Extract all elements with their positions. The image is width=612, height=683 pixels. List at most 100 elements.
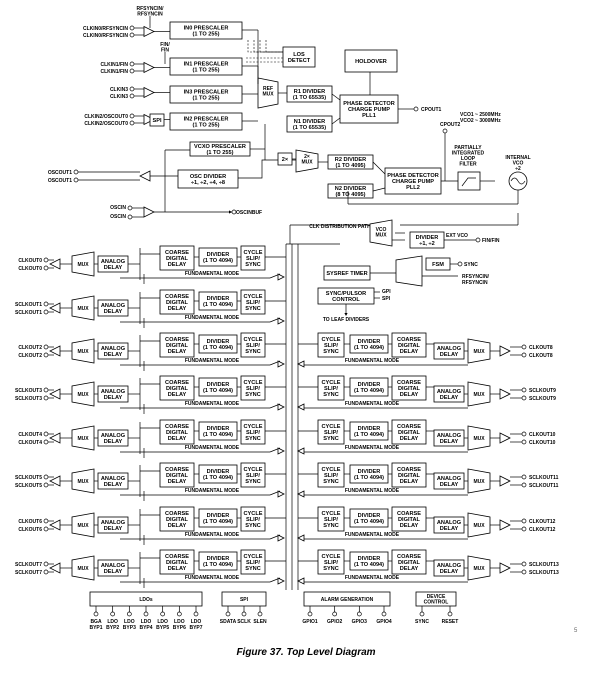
path-arrow <box>277 317 285 325</box>
label: (1 TO 255) <box>207 150 234 156</box>
label: CONTROL <box>332 297 360 303</box>
bottom-group-title: LDOs <box>139 597 153 603</box>
coarse-delay-box <box>391 332 427 358</box>
bottom-pin-label: GPIO2 <box>327 619 343 625</box>
cycle-slip-box <box>317 549 345 575</box>
label: COARSE <box>397 380 421 386</box>
label: COARSE <box>165 424 189 430</box>
left-output-label: CLKOUT2 <box>18 353 42 359</box>
osc-divider-box <box>177 169 239 189</box>
label: PHASE DETECTOR <box>387 173 439 179</box>
label: DIVIDER <box>207 556 230 562</box>
path-arrow <box>297 534 305 542</box>
label: SYSREF TIMER <box>326 271 367 277</box>
rfsyncin-top-label: RFSYNCIN/ <box>137 6 165 12</box>
output-pin <box>521 561 527 567</box>
output-mux <box>71 425 95 451</box>
label: DIGITAL <box>166 430 189 436</box>
rfsyncin-out-label: RFSYNCIN/ <box>462 274 490 280</box>
label: ANALOG <box>437 520 461 526</box>
left-output-label: CLKOUT4 <box>18 440 42 446</box>
bottom-pin <box>93 611 99 617</box>
path-arrow <box>277 490 285 498</box>
label: (1 TO 255) <box>193 68 220 74</box>
label: OSC DIVIDER <box>190 174 226 180</box>
label: SYNC <box>245 306 261 312</box>
internal-vco-label: VCO <box>513 161 524 167</box>
label: ANALOG <box>437 433 461 439</box>
label: SYNC <box>245 392 261 398</box>
bottom-pin <box>225 611 231 617</box>
fundamental-mode-label: FUNDAMENTAL MODE <box>345 575 400 581</box>
fin-out-label: FIN/FIN <box>482 238 500 244</box>
right-output-label: SCLKOUT13 <box>529 562 559 568</box>
fundamental-mode-label: FUNDAMENTAL MODE <box>345 358 400 364</box>
path-arrow <box>277 534 285 542</box>
label: DIVIDER <box>358 556 381 562</box>
bottom-pin-label: LDO <box>107 619 118 625</box>
label: DELAY <box>104 439 123 445</box>
label: CYCLE <box>322 380 341 386</box>
label: SLIP/ <box>246 430 260 436</box>
clkin-pin-label: CLKIN1/FIN <box>101 62 129 68</box>
coarse-delay-box <box>159 245 195 271</box>
oscinb-pin <box>127 214 133 220</box>
bottom-pin-label: LDO <box>191 619 202 625</box>
bottom-pin <box>143 611 149 617</box>
bottom-pin <box>126 611 132 617</box>
mux-label: MUX <box>473 479 485 485</box>
label: DELAY <box>104 265 123 271</box>
bottom-pin <box>193 611 199 617</box>
input-buffer <box>143 25 155 38</box>
label: SYNC <box>323 436 339 442</box>
loop-filter-label: FILTER <box>459 162 477 168</box>
label: SLIP/ <box>324 343 338 349</box>
bottom-group-title: ALARM GENERATION <box>321 597 374 603</box>
label: DELAY <box>104 309 123 315</box>
label: PLL2 <box>406 185 420 191</box>
fundamental-mode-label: FUNDAMENTAL MODE <box>345 488 400 494</box>
output-pin <box>521 439 527 445</box>
label: N2 DIVIDER <box>335 186 366 192</box>
label: (1 TO 4094) <box>203 345 233 351</box>
cycle-slip-box <box>317 462 345 488</box>
coarse-delay-box <box>391 549 427 575</box>
bottom-pin-label: BYP3 <box>123 625 136 631</box>
coarse-delay-box <box>391 375 427 401</box>
label: DIGITAL <box>398 430 421 436</box>
bottom-pin-label: SLEN <box>253 619 267 625</box>
label: ANALOG <box>437 346 461 352</box>
clkin-pin-label: CLKIN1/FIN <box>101 69 129 75</box>
bottom-group-box <box>303 591 391 607</box>
cycle-slip-box <box>240 245 266 271</box>
mux-label: MUX <box>77 566 89 572</box>
label: SLIP/ <box>246 300 260 306</box>
arrowhead <box>344 313 348 316</box>
output-mux <box>467 381 491 407</box>
fundamental-mode-label: FUNDAMENTAL MODE <box>345 532 400 538</box>
fundamental-mode-label: FUNDAMENTAL MODE <box>185 358 240 364</box>
label: DIVIDER <box>358 513 381 519</box>
label: DELAY <box>400 566 419 572</box>
label: SYNC <box>245 523 261 529</box>
gpi-label: GPI <box>382 289 391 295</box>
label: R2 DIVIDER <box>335 157 366 163</box>
output-driver <box>49 519 61 531</box>
bottom-pin-label: RESET <box>442 619 459 625</box>
bottom-pin-label: BYP4 <box>139 625 152 631</box>
mux-label: MUX <box>473 523 485 529</box>
output-pin <box>521 569 527 575</box>
label: ANALOG <box>101 563 125 569</box>
label: DIVIDER <box>207 252 230 258</box>
oscout1b-pin <box>73 177 79 183</box>
label: SYNC <box>245 349 261 355</box>
path-arrow <box>277 360 285 368</box>
bottom-pin-label: BYP5 <box>156 625 169 631</box>
left-output-label: CLKOUT0 <box>18 266 42 272</box>
output-mux <box>71 251 95 277</box>
label: COARSE <box>397 424 421 430</box>
right-output-label: SCLKOUT9 <box>529 388 556 394</box>
label: SYNC <box>245 262 261 268</box>
label: DIVIDER <box>358 382 381 388</box>
output-mux <box>71 338 95 364</box>
